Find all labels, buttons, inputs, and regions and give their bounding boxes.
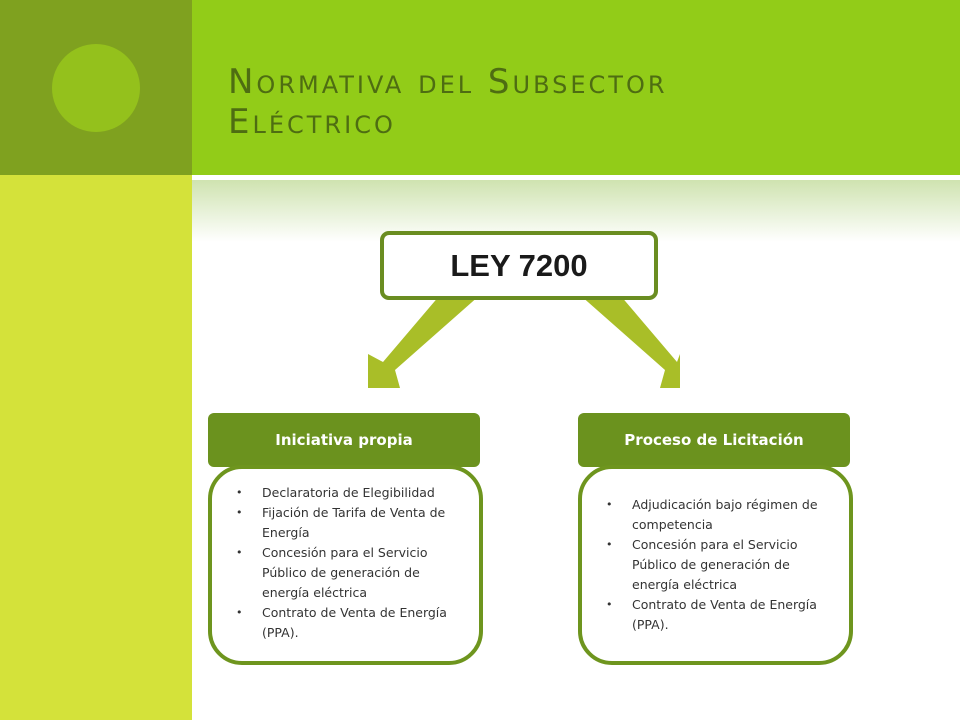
title-band-divider — [192, 175, 960, 180]
list-item: Concesión para el Servicio Público de ge… — [236, 543, 459, 603]
law-box: LEY 7200 — [380, 231, 658, 300]
slide-title: Normativa del Subsector Eléctrico — [228, 62, 928, 142]
slide-title-line-1: Normativa del Subsector — [228, 62, 668, 102]
list-item: Fijación de Tarifa de Venta de Energía — [236, 503, 459, 543]
list-item: Contrato de Venta de Energía (PPA). — [606, 595, 829, 635]
decorative-circle — [52, 44, 140, 132]
branch-card-proceso-licitacion: Adjudicación bajo régimen de competencia… — [578, 465, 853, 665]
branch-item-list: Adjudicación bajo régimen de competencia… — [606, 495, 829, 635]
arrow-to-left-branch — [368, 295, 480, 388]
arrow-to-right-branch — [580, 295, 680, 388]
branch-header-proceso-licitacion: Proceso de Licitación — [578, 413, 850, 467]
list-item: Concesión para el Servicio Público de ge… — [606, 535, 829, 595]
list-item: Contrato de Venta de Energía (PPA). — [236, 603, 459, 643]
branch-header-label: Proceso de Licitación — [624, 431, 804, 449]
branch-card-iniciativa-propia: Declaratoria de Elegibilidad Fijación de… — [208, 465, 483, 665]
title-band — [192, 0, 960, 175]
branch-header-iniciativa-propia: Iniciativa propia — [208, 413, 480, 467]
law-label: LEY 7200 — [450, 247, 588, 283]
slide-title-line-2: Eléctrico — [228, 102, 396, 142]
branch-item-list: Declaratoria de Elegibilidad Fijación de… — [236, 483, 459, 643]
branch-header-label: Iniciativa propia — [275, 431, 413, 449]
branch-arrows — [368, 295, 680, 388]
list-item: Adjudicación bajo régimen de competencia — [606, 495, 829, 535]
list-item: Declaratoria de Elegibilidad — [236, 483, 459, 503]
